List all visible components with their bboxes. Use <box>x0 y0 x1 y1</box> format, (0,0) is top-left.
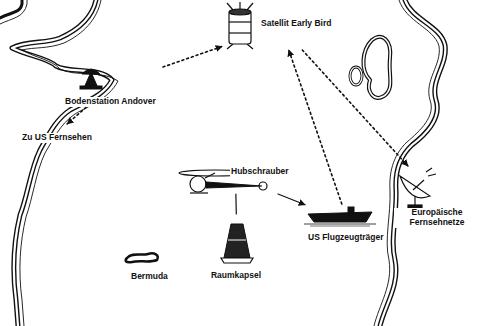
water-line <box>310 226 370 227</box>
carrier-island <box>348 207 354 213</box>
skid <box>190 192 208 193</box>
signal-link <box>235 194 237 214</box>
node-label: Satellit Early Bird <box>260 19 332 29</box>
node-label: Hubschrauber <box>230 167 290 177</box>
coast-inner-line <box>374 0 439 326</box>
dish <box>400 176 430 198</box>
node-label: Bodenstation Andover <box>64 97 157 107</box>
antenna <box>227 44 233 49</box>
ground-station-box: Bodenstation Andover <box>60 66 163 104</box>
greenland-coast <box>0 0 22 18</box>
node-label: Raumkapsel <box>210 271 262 281</box>
satellite-top <box>229 9 251 15</box>
node-label: Europäische Fernsehnetze <box>394 208 480 228</box>
satellite-body <box>229 11 251 44</box>
britain-coast <box>363 37 390 98</box>
ground-station-icon <box>80 69 102 89</box>
carrier-box: US Flugzeugträger <box>305 204 391 240</box>
signal-link <box>289 50 342 204</box>
satellite-label-box: Satellit Early Bird <box>222 2 339 50</box>
signal-link <box>163 46 222 67</box>
bermuda-island <box>126 253 158 262</box>
destination-box: Zu US Fernsehen <box>18 124 98 140</box>
capsule-body <box>224 224 250 258</box>
capsule-band <box>228 240 246 241</box>
tail-rotor <box>259 182 267 190</box>
band <box>229 21 251 22</box>
north-america-coast <box>0 0 118 326</box>
node-label: Zu US Fernsehen <box>21 133 93 143</box>
antenna <box>247 44 253 49</box>
band <box>229 32 251 33</box>
island-outline <box>126 253 158 262</box>
carrier-hull <box>308 212 372 222</box>
greenland-coast-line <box>0 0 27 24</box>
tv-dish-icon <box>400 168 436 208</box>
antenna <box>239 2 240 9</box>
cockpit <box>190 176 206 192</box>
satellite-icon <box>227 2 253 49</box>
coastlines <box>0 0 445 326</box>
place-name: Bermuda <box>130 272 169 282</box>
station-dish <box>82 69 100 74</box>
feed <box>413 180 424 190</box>
ireland-gap <box>350 67 362 85</box>
signal-marks <box>426 168 436 176</box>
tail-boom <box>206 182 262 188</box>
signal-link <box>67 104 90 124</box>
ireland-coast <box>350 67 362 85</box>
signal-link <box>278 194 305 205</box>
water-line <box>304 224 376 225</box>
helicopter-box: Hubschrauber <box>175 160 296 194</box>
europe-coast <box>350 0 445 326</box>
antenna <box>247 3 253 10</box>
coast-inner-line <box>20 0 118 326</box>
capsule-icon <box>221 224 253 263</box>
signal-link <box>302 50 408 166</box>
tv-network-box: Europäische Fernsehnetze <box>392 166 482 232</box>
node-label: US Flugzeugträger <box>307 233 385 243</box>
carrier-icon <box>304 207 376 226</box>
capsule-box: Raumkapsel <box>205 214 269 278</box>
rotor-mast <box>205 173 215 178</box>
place-label: Bermuda <box>130 265 169 283</box>
antenna <box>227 3 233 10</box>
station-base <box>80 86 102 89</box>
heat-shield <box>221 258 253 263</box>
britain-gap <box>363 37 390 98</box>
